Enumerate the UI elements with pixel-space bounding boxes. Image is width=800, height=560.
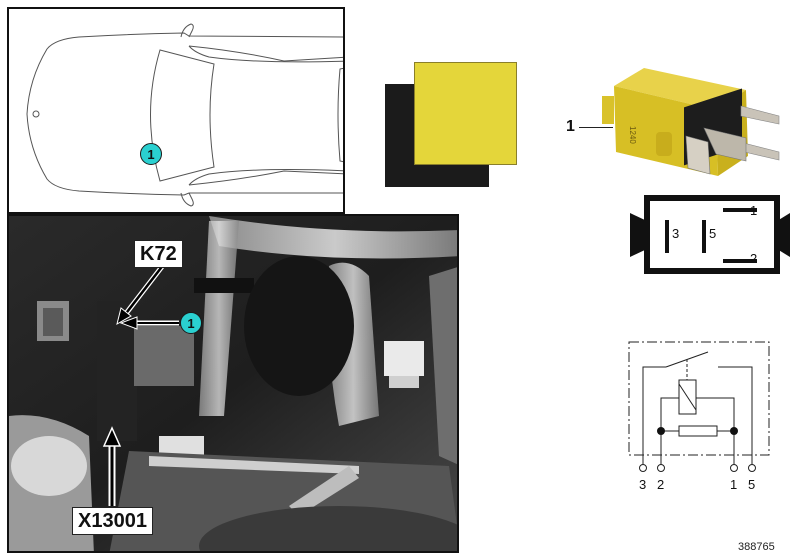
item-leader-line — [579, 127, 613, 128]
terminal-number: 5 — [748, 477, 756, 492]
relay-schematic-diagram — [628, 341, 770, 472]
document-id: 388765 — [738, 541, 775, 553]
location-callout-badge: 1 — [140, 143, 162, 165]
connector-label-text: X13001 — [78, 510, 147, 532]
terminal-label-5: 5 — [748, 477, 755, 492]
callout-number: 1 — [147, 146, 155, 162]
car-outline-icon — [26, 23, 343, 207]
engine-bay-photo-illustration — [9, 216, 457, 551]
component-label-k72: K72 — [134, 240, 183, 268]
terminal-number: 3 — [639, 477, 647, 492]
pin-number: 2 — [750, 251, 758, 266]
photo-callout-badge: 1 — [180, 312, 202, 334]
pin-label-1: 1 — [750, 203, 757, 218]
terminal-label-1: 1 — [730, 477, 737, 492]
terminal-label-2: 2 — [657, 477, 664, 492]
color-code-primary-swatch — [414, 62, 517, 165]
vehicle-location-view: 1 — [7, 7, 345, 214]
pin-number: 5 — [709, 226, 717, 241]
pin-number: 3 — [672, 226, 680, 241]
item-number-text: 1 — [566, 118, 575, 135]
component-label-text: K72 — [140, 243, 177, 265]
pin-label-3: 3 — [672, 226, 679, 241]
document-id-text: 388765 — [738, 541, 775, 553]
connector-label-x13001: X13001 — [72, 507, 153, 535]
terminal-label-3: 3 — [639, 477, 646, 492]
terminal-number: 2 — [657, 477, 665, 492]
terminal-number: 1 — [730, 477, 738, 492]
relay-photo-icon: 1240 — [602, 68, 780, 176]
svg-text:1240: 1240 — [628, 126, 637, 144]
relay-item-number: 1 — [566, 118, 575, 136]
pin-number: 1 — [750, 203, 758, 218]
pin-layout-diagram — [630, 195, 790, 274]
installation-photo: K72 1 X13001 — [7, 214, 459, 553]
pin-label-5: 5 — [709, 226, 716, 241]
callout-number: 1 — [187, 315, 195, 331]
pin-label-2: 2 — [750, 251, 757, 266]
